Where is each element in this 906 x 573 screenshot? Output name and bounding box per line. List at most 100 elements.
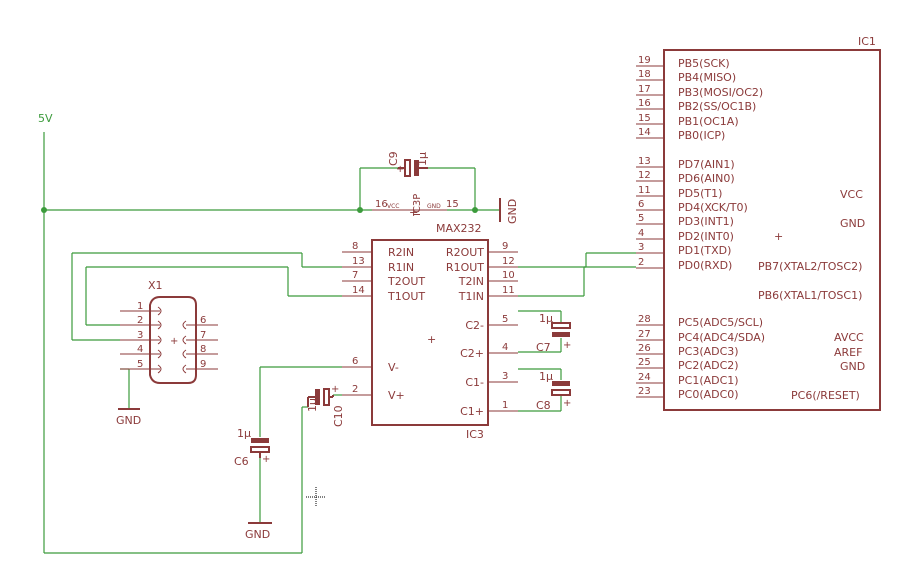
ic1-right-label: AVCC — [834, 331, 864, 344]
crosshair-cursor-icon — [306, 487, 326, 507]
ic3-pin-name: R2IN — [388, 246, 414, 259]
ic1-pin-number: 13 — [638, 156, 651, 167]
gnd-label: GND — [506, 199, 519, 224]
ic3-pin-name: T1OUT — [387, 290, 425, 303]
ic1-pin-number: 2 — [638, 257, 644, 268]
ic3-power-symbol[interactable]: 16 VCC GND 15 IC3P + — [372, 194, 459, 219]
x1-pin-contact — [182, 335, 187, 345]
ic1-pin-name: PD5(T1) — [678, 187, 722, 200]
ic3-pin-name: V- — [388, 361, 399, 374]
capacitor-c6[interactable]: + 1µ C6 — [234, 427, 270, 468]
ic3-pin-number: 8 — [352, 241, 358, 252]
ic1-pin-number: 18 — [638, 69, 651, 80]
x1-pin-contact — [182, 320, 187, 330]
ic1-pin-name: PC4(ADC4/SDA) — [678, 331, 765, 344]
ic1-pin-name: PC1(ADC1) — [678, 374, 739, 387]
ic1-right-label: PB7(XTAL2/TOSC2) — [758, 260, 862, 273]
svg-text:+: + — [331, 384, 339, 395]
ic3-pin-number: 10 — [502, 270, 515, 281]
ic3-pin-name: R1OUT — [446, 261, 484, 274]
gnd-label: GND — [245, 528, 270, 541]
ic1-pin-name: PC5(ADC5/SCL) — [678, 316, 763, 329]
ic1-pin-number: 19 — [638, 55, 651, 66]
ic3-pin-name: C1- — [465, 376, 484, 389]
ic1-pin-name: PB4(MISO) — [678, 71, 736, 84]
ic3-pin-number: 5 — [502, 314, 508, 325]
capacitor-c7[interactable]: + 1µ C7 — [536, 312, 571, 354]
ic3-body[interactable] — [371, 239, 489, 426]
ic3-pin-number: 9 — [502, 241, 508, 252]
capacitor-c10[interactable]: + 1µ C10 — [306, 384, 345, 427]
gnd-label: GND — [116, 414, 141, 427]
cap-name: C6 — [234, 455, 249, 468]
junctions — [41, 207, 478, 213]
x1-pin-number: 5 — [137, 359, 143, 370]
ic3-pin-name: T2OUT — [387, 275, 425, 288]
ic1-right-label: PC6(/RESET) — [791, 389, 860, 402]
ic1-pin-name: PD3(INT1) — [678, 215, 734, 228]
connector-name: X1 — [148, 279, 163, 292]
ic1-body[interactable] — [663, 49, 881, 411]
x1-pin-contact — [157, 349, 162, 359]
capacitor-c8[interactable]: + 1µ C8 — [536, 370, 571, 412]
ic3-pin-number: 12 — [502, 256, 515, 267]
ic1-pin-name: PD1(TXD) — [678, 244, 731, 257]
ic1-pin-number: 27 — [638, 329, 651, 340]
ic1-pin-name: PC3(ADC3) — [678, 345, 739, 358]
ic1-pin-name: PD2(INT0) — [678, 230, 734, 243]
ic3-pin-name: R1IN — [388, 261, 414, 274]
cap-value: 1µ — [416, 152, 429, 166]
junction-dot — [41, 207, 47, 213]
ic1-pin-number: 25 — [638, 357, 651, 368]
svg-text:+: + — [563, 340, 571, 351]
ic1-pin-number: 14 — [638, 127, 651, 138]
ic1-pin-number: 16 — [638, 98, 651, 109]
svg-text:+: + — [409, 206, 418, 219]
ic1-pin-name: PD4(XCK/T0) — [678, 201, 748, 214]
ic1-pin-number: 11 — [638, 185, 651, 196]
ic1-origin-cross: + — [774, 230, 783, 243]
svg-text:+: + — [396, 164, 404, 175]
cap-name: C10 — [332, 405, 345, 427]
ic3p-gnd-num: 15 — [446, 199, 459, 210]
ic1-pin-name: PB3(MOSI/OC2) — [678, 86, 763, 99]
capacitor-c9[interactable]: + C9 1µ — [387, 151, 429, 177]
ic1-pin-name: PC2(ADC2) — [678, 359, 739, 372]
x1-pin-contact — [182, 364, 187, 374]
ic3-pin-number: 4 — [502, 342, 508, 353]
ic1-pin-number: 24 — [638, 372, 651, 383]
ic1-right-label: VCC — [840, 188, 863, 201]
ic3-pin-number: 13 — [352, 256, 365, 267]
ic3-origin-cross: + — [427, 333, 436, 346]
cap-value: 1µ — [539, 312, 553, 325]
junction-dot — [472, 207, 478, 213]
gnd-symbol-x1: GND — [116, 408, 141, 427]
ic1-pin-number: 23 — [638, 386, 651, 397]
ic3-pin-name: T1IN — [458, 290, 484, 303]
gnd-symbol-c9: GND — [499, 198, 519, 224]
ic1-pin-name: PD6(AIN0) — [678, 172, 735, 185]
x1-pin-number: 6 — [200, 315, 206, 326]
ic3-pin-number: 2 — [352, 384, 358, 395]
ic3p-vcc-label: VCC — [387, 203, 399, 210]
ic3-pin-number: 6 — [352, 356, 358, 367]
ic3-pin-number: 11 — [502, 285, 515, 296]
ic1-pin-name: PC0(ADC0) — [678, 388, 739, 401]
ic3-pin-name: C2+ — [460, 347, 484, 360]
ic1-pin-number: 17 — [638, 84, 651, 95]
net-label-5v: 5V — [38, 112, 53, 125]
ic1-right-label: GND — [840, 217, 865, 230]
ic1-pin-name: PB0(ICP) — [678, 129, 725, 142]
ic1-pin-number: 3 — [638, 242, 644, 253]
x1-pin-number: 2 — [137, 315, 143, 326]
ic1-pin-name: PB2(SS/OC1B) — [678, 100, 756, 113]
ic1-pin-number: 5 — [638, 213, 644, 224]
svg-text:+: + — [563, 398, 571, 409]
x1-pin-number: 7 — [200, 330, 206, 341]
